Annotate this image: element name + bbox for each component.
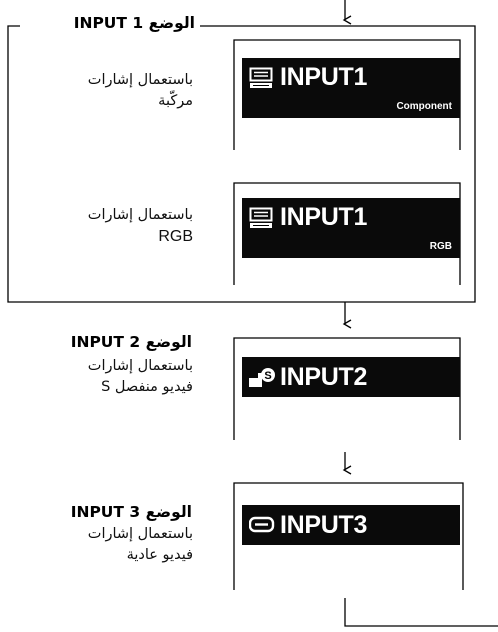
osd-label: INPUT3 (280, 511, 368, 539)
osd-sub-label: Component (396, 101, 452, 112)
composite-video-icon (248, 515, 275, 540)
component-bracket (233, 39, 461, 150)
mode3-heading: الوضع 3 INPUT (70, 503, 192, 521)
desc-line: RGB (158, 228, 193, 245)
mode1-heading: الوضع 1 INPUT (69, 14, 199, 32)
svideo-description: باستعمال إشارات فيديو منفصل S (88, 356, 193, 398)
rgb-bracket (233, 182, 461, 285)
rgb-description: باستعمال إشارات RGB (88, 205, 193, 247)
monitor-icon (249, 67, 273, 94)
s-video-icon: S (249, 367, 275, 394)
input2-bracket (233, 337, 461, 440)
desc-line: فيديو عادية (126, 547, 193, 563)
video-description: باستعمال إشارات فيديو عادية (88, 524, 193, 566)
mode2-heading: الوضع 2 INPUT (70, 333, 192, 351)
input1-group-frame (7, 25, 476, 303)
desc-line: مركّبة (158, 93, 193, 109)
osd-label: INPUT2 (280, 363, 368, 391)
osd-label: INPUT1 (280, 203, 368, 231)
osd-input1-component: INPUT1 Component (242, 58, 460, 118)
osd-input2-svideo: S INPUT2 (242, 357, 460, 397)
desc-line: فيديو منفصل S (101, 379, 193, 395)
osd-label: INPUT1 (280, 63, 368, 91)
return-line (344, 598, 498, 627)
svg-text:S: S (264, 370, 271, 382)
input3-bracket (233, 482, 464, 590)
desc-line: باستعمال إشارات (87, 526, 193, 542)
component-description: باستعمال إشارات مركّبة (88, 70, 193, 112)
osd-input1-rgb: INPUT1 RGB (242, 198, 460, 258)
osd-input3-video: INPUT3 (242, 505, 460, 545)
osd-sub-label: RGB (429, 241, 452, 252)
desc-line: باستعمال إشارات (87, 207, 193, 223)
monitor-icon (249, 207, 273, 234)
desc-line: باستعمال إشارات (87, 358, 193, 374)
desc-line: باستعمال إشارات (87, 72, 193, 88)
